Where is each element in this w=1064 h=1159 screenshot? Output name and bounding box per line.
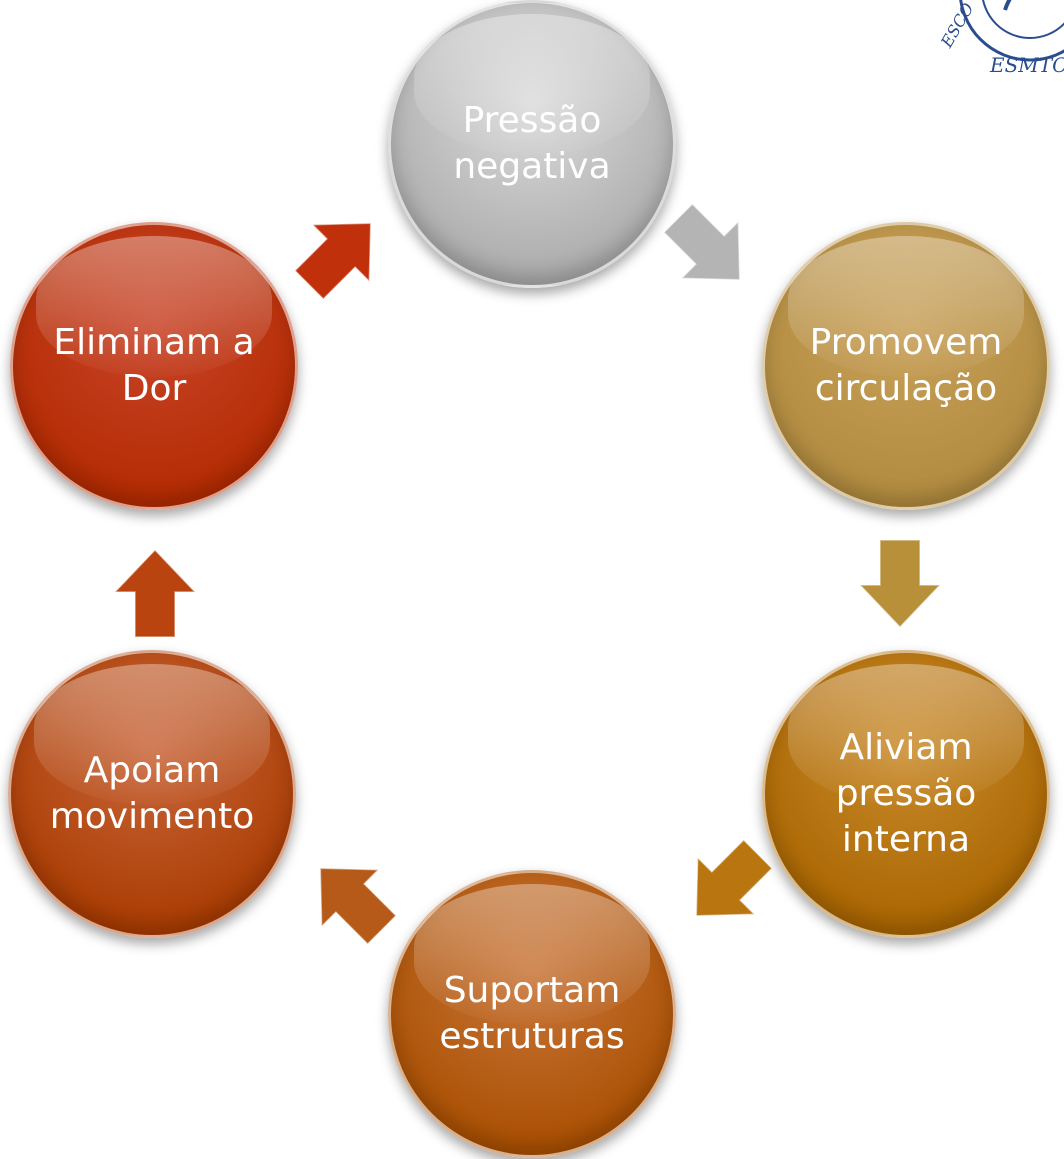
arrow-pressao-to-promovem <box>660 200 760 300</box>
node-eliminam-a-dor: Eliminam a Dor <box>10 222 298 510</box>
arrow-apoiam-to-eliminam <box>105 542 205 642</box>
node-promovem-circulacao: Promovem circulação <box>762 222 1050 510</box>
node-aliviam-pressao-interna: Aliviam pressão interna <box>762 650 1050 938</box>
arrow-suportam-to-apoiam <box>300 848 400 948</box>
esmtc-seal-icon: ESMTC ESCO <box>937 0 1064 77</box>
node-label: Eliminam a Dor <box>53 322 255 409</box>
logo-text: ESMTC <box>989 53 1064 77</box>
node-label: Apoiam movimento <box>49 750 255 837</box>
arrow-promovem-to-aliviam <box>850 535 950 635</box>
arrow-eliminam-to-pressao <box>291 203 391 303</box>
logo: ESMTC ESCO <box>935 0 1064 80</box>
node-apoiam-movimento: Apoiam movimento <box>8 650 296 938</box>
node-pressao-negativa: Pressão negativa <box>388 0 676 288</box>
arrow-aliviam-to-suportam <box>676 836 776 936</box>
node-label: Aliviam pressão interna <box>835 727 977 860</box>
node-label: Suportam estruturas <box>439 970 625 1057</box>
node-suportam-estruturas: Suportam estruturas <box>388 870 676 1158</box>
node-label: Pressão negativa <box>453 100 611 187</box>
node-label: Promovem circulação <box>809 322 1003 409</box>
